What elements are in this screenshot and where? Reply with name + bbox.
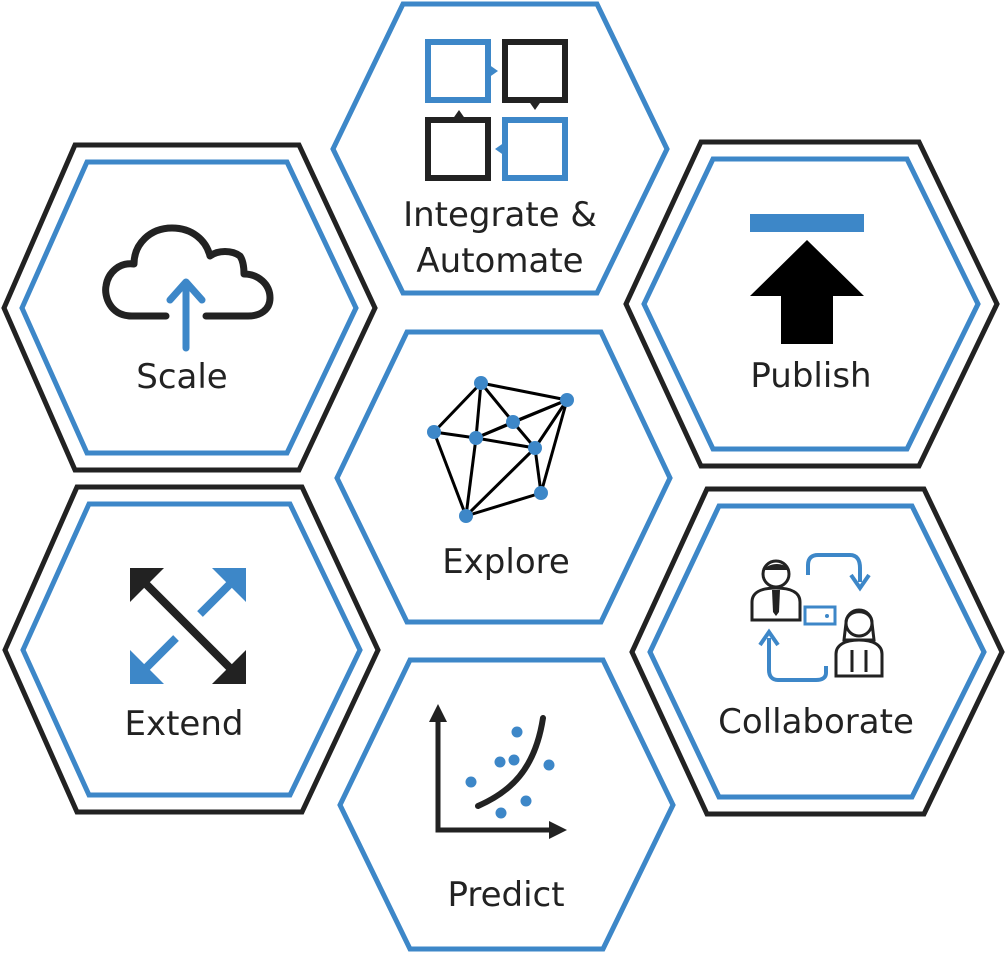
hex-integrate-label-line2: Automate (416, 241, 583, 281)
cloud-upload-icon (102, 224, 274, 352)
publish-arrow-icon (750, 214, 864, 344)
hex-collaborate-inner-border (647, 503, 987, 800)
hex-extend-outer-border (2, 484, 381, 815)
collaboration-people-icon (750, 553, 884, 682)
hex-collaborate-label: Collaborate (718, 702, 914, 742)
hex-predict-label: Predict (447, 875, 564, 915)
hex-extend-label: Extend (125, 704, 244, 744)
hex-extend-inner-border (20, 501, 363, 798)
hex-collaborate: Collaborate (629, 486, 1005, 817)
hex-collaborate-outer-border (629, 486, 1005, 817)
hex-integrate: Integrate & Automate (330, 1, 670, 296)
hex-scale: Scale (1, 142, 378, 473)
hex-explore: Explore (334, 329, 673, 625)
hex-publish: Publish (623, 139, 1000, 469)
expand-arrows-icon (130, 568, 246, 684)
hex-extend: Extend (2, 484, 381, 815)
hex-publish-outer-border (623, 139, 1000, 469)
hex-scale-outer-border (1, 142, 378, 473)
hex-publish-label: Publish (750, 356, 871, 396)
workflow-squares-icon (425, 39, 568, 181)
hex-scale-label: Scale (136, 357, 227, 397)
hex-predict: Predict (337, 657, 676, 952)
hex-integrate-label-line1: Integrate & (403, 195, 597, 235)
network-graph-icon (427, 376, 574, 523)
scatter-trend-icon (429, 704, 567, 839)
hex-predict-border (337, 657, 676, 952)
hex-explore-label: Explore (442, 542, 570, 582)
